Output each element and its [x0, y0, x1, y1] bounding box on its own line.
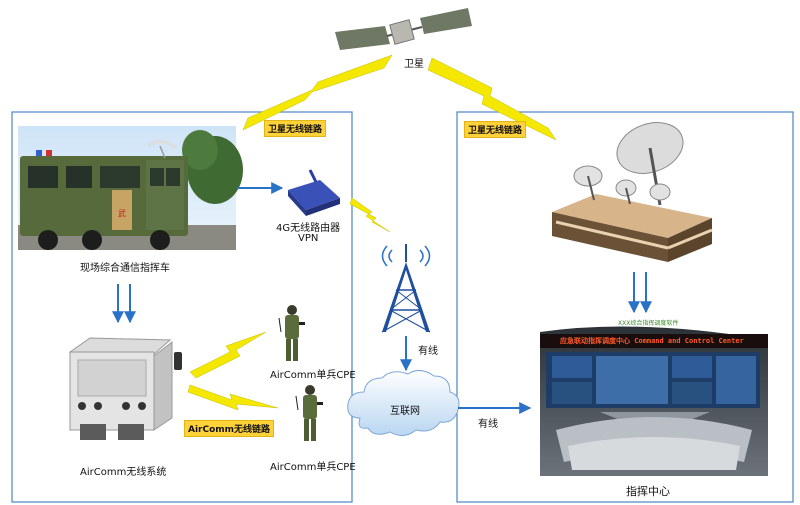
svg-text:武: 武 — [118, 208, 126, 218]
aircomm-system-icon — [68, 337, 182, 440]
command-vehicle-image: 武 — [18, 126, 243, 250]
satellite-icon — [335, 8, 472, 50]
center-wired-label: 有线 — [478, 419, 498, 430]
aircomm-link-tag: AirComm无线链路 — [184, 420, 275, 437]
lightning-aircomm-cpe2-icon — [187, 384, 279, 411]
screen-title: 应急联动指挥调度中心 Command and Control Center — [560, 337, 744, 345]
lightning-router-tower-icon — [349, 197, 391, 233]
command-center-label: 指挥中心 — [626, 485, 670, 498]
internet-label: 互联网 — [390, 406, 420, 417]
router-label-line2: VPN — [298, 233, 319, 244]
lightning-satellite-left-icon — [242, 54, 393, 131]
satellite-link-right-tag: 卫星无线链路 — [464, 121, 527, 138]
satellite-link-left-tag: 卫星无线链路 — [264, 120, 327, 137]
soldier-cpe-2-icon — [295, 385, 323, 441]
communication-tower-icon — [381, 244, 431, 333]
vehicle-label: 现场综合通信指挥车 — [80, 263, 170, 274]
command-center-image — [540, 326, 768, 476]
4g-router-icon — [288, 169, 340, 216]
satellite-ground-station-icon — [552, 122, 713, 262]
satellite-label: 卫星 — [404, 59, 424, 70]
screen-caption: XXX综合指挥调度软件 — [618, 320, 679, 327]
internet-cloud-icon — [347, 370, 460, 436]
aircomm-system-label: AirComm无线系统 — [80, 467, 167, 478]
router-label-line1: 4G无线路由器 — [276, 223, 341, 234]
lightning-aircomm-cpe1-icon — [189, 331, 267, 379]
right-frame — [456, 111, 794, 503]
tower-wired-label: 有线 — [418, 346, 438, 357]
soldier-cpe-1-icon — [278, 305, 305, 361]
cpe-bottom-label: AirComm单兵CPE — [270, 462, 356, 473]
left-frame — [11, 111, 353, 503]
cpe-top-label: AirComm单兵CPE — [270, 370, 356, 381]
lightning-satellite-right-icon — [427, 57, 557, 141]
